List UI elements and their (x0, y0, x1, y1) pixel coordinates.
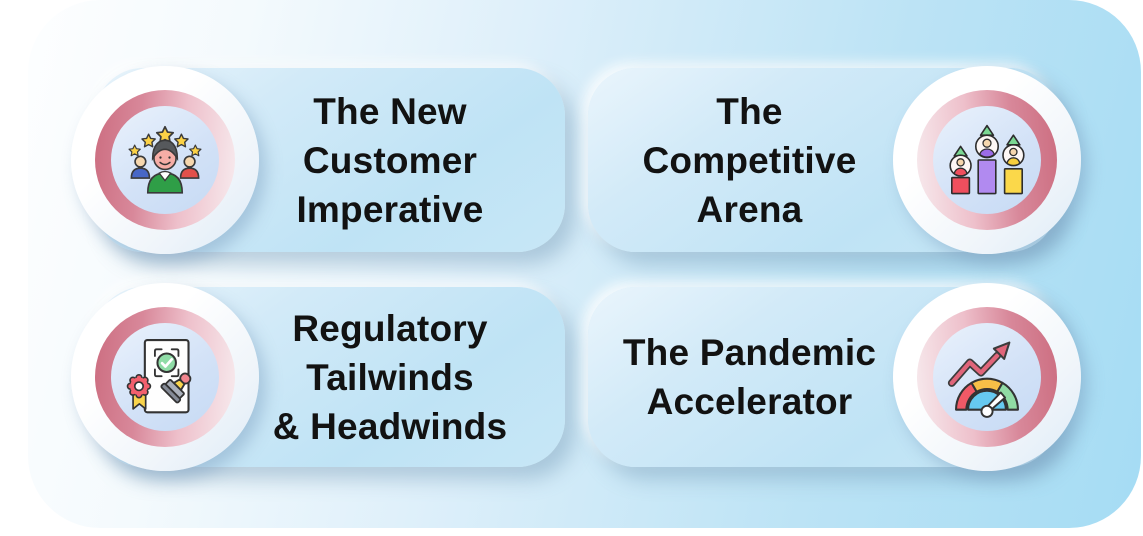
card-pandemic-accelerator: The Pandemic Accelerator (588, 283, 1081, 471)
speedometer-growth-icon (947, 341, 1019, 418)
certificate-approval-stamp-icon (126, 338, 192, 414)
icon-badge (893, 283, 1081, 471)
icon-circle (933, 106, 1041, 214)
icon-circle (933, 323, 1041, 431)
competitive-growth-bars-icon (949, 124, 1025, 195)
card-title: Regulatory Tailwinds & Headwinds (272, 307, 508, 447)
card-new-customer-imperative: The New Customer Imperative (71, 66, 565, 254)
icon-badge (71, 66, 259, 254)
icon-badge (893, 66, 1081, 254)
icon-circle (111, 106, 219, 214)
card-title: The New Customer Imperative (296, 90, 484, 230)
customer-rating-icon (128, 125, 202, 194)
card-competitive-arena: The Competitive Arena (588, 66, 1081, 254)
icon-badge (71, 283, 259, 471)
card-title: The Competitive Arena (642, 90, 857, 230)
card-regulatory-tailwinds-headwinds: Regulatory Tailwinds & Headwinds (71, 283, 565, 471)
icon-circle (111, 323, 219, 431)
card-title: The Pandemic Accelerator (622, 332, 877, 422)
